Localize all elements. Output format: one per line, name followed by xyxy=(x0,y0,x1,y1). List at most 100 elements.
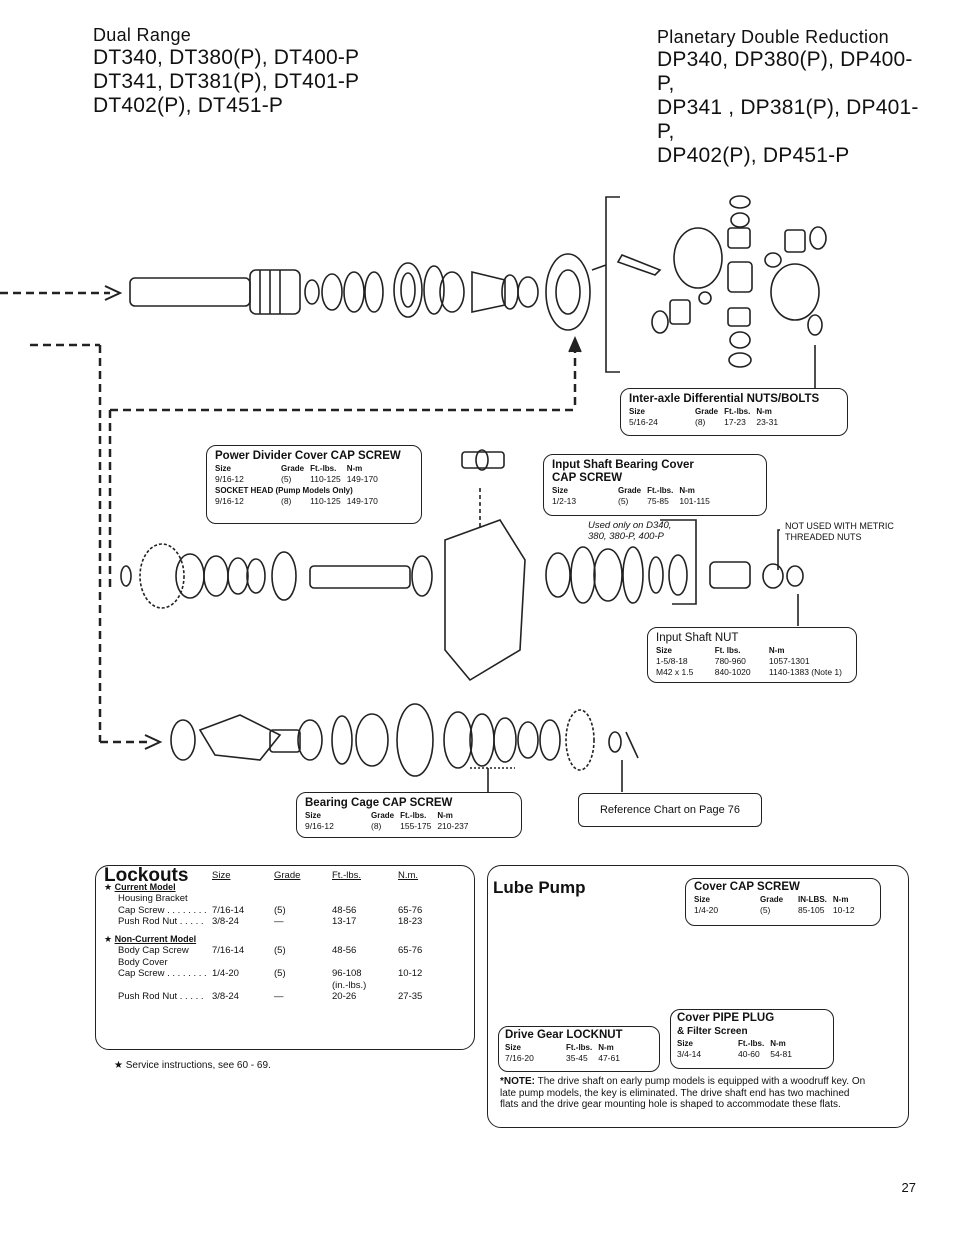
table-cell: Cap Screw . . . . . . . . xyxy=(118,968,207,979)
table-cell: (8) xyxy=(281,496,292,506)
col-header: Size xyxy=(215,464,232,473)
lube-pump-title: Lube Pump xyxy=(493,878,586,897)
table-cell: (5) xyxy=(618,496,629,506)
col-header: Grade xyxy=(760,895,784,904)
inter-axle-title: Inter-axle Differential NUTS/BOLTS xyxy=(629,393,820,405)
input-shaft-cover-title: Input Shaft Bearing Cover xyxy=(552,459,694,471)
table-cell: Push Rod Nut . . . . . xyxy=(118,991,204,1002)
not-used-line: NOT USED WITH METRIC xyxy=(785,521,894,531)
col-header: IN-LBS. xyxy=(798,895,827,904)
table-cell: 54-81 xyxy=(770,1049,792,1059)
table-cell: 149-170 xyxy=(346,474,378,484)
star-icon: ★ xyxy=(104,881,115,892)
input-shaft-cover-torque-box: Input Shaft Bearing Cover CAP SCREW Size… xyxy=(543,454,767,516)
table-cell: 1/2-13 xyxy=(552,496,577,506)
col-header: Ft. lbs. xyxy=(714,646,741,655)
col-header: Grade xyxy=(695,407,719,416)
table-cell: 110-125 xyxy=(310,474,341,484)
header-right: Planetary Double Reduction DP340, DP380(… xyxy=(657,26,927,168)
table-cell: 23-31 xyxy=(756,417,779,427)
table-cell: 1-5/8-18 xyxy=(656,656,688,666)
table-cell: 17-23 xyxy=(724,417,746,427)
lockouts-box: Lockouts Size Grade Ft.-lbs. N.m. ★ Curr… xyxy=(95,865,475,1050)
note-label: *NOTE: xyxy=(500,1076,535,1087)
col-header: Grade xyxy=(274,870,301,881)
table-cell: 47-61 xyxy=(598,1053,620,1063)
header-right-line: DP341 , DP381(P), DP401-P, xyxy=(657,96,919,143)
table-cell: 75-85 xyxy=(647,496,669,506)
cover-cap-title: Cover CAP SCREW xyxy=(694,881,800,893)
col-header: Grade xyxy=(371,811,395,820)
table-cell: 85-105 xyxy=(798,905,825,915)
col-header: Ft.-lbs. xyxy=(310,464,337,473)
input-shaft-cover-title: CAP SCREW xyxy=(552,472,623,484)
used-only-line: 380, 380-P, 400-P xyxy=(588,531,664,542)
star-icon: ★ xyxy=(114,1060,126,1071)
table-cell: 10-12 xyxy=(832,905,855,915)
service-instructions: ★ Service instructions, see 60 - 69. xyxy=(114,1060,271,1071)
header-left-subtitle: Dual Range xyxy=(93,25,192,45)
col-header: Grade xyxy=(618,486,642,495)
table-cell: 10-12 xyxy=(398,968,423,979)
reference-chart-box: Reference Chart on Page 76 xyxy=(578,793,762,827)
service-instructions-text: Service instructions, see 60 - 69. xyxy=(125,1060,271,1071)
cover-plug-subtitle: & Filter Screen xyxy=(677,1026,748,1037)
lube-pump-note: *NOTE: The drive shaft on early pump mod… xyxy=(500,1076,870,1111)
table-cell: 3/4-14 xyxy=(677,1049,702,1059)
not-used-note: NOT USED WITH METRIC THREADED NUTS xyxy=(785,521,894,543)
table-cell: 149-170 xyxy=(346,496,378,506)
table-cell: 780-960 xyxy=(714,656,746,666)
col-header: Grade xyxy=(281,464,305,473)
table-cell: (5) xyxy=(274,945,286,956)
note-text: The drive shaft on early pump models is … xyxy=(500,1076,866,1110)
table-cell: Cap Screw . . . . . . . . xyxy=(118,904,207,916)
power-divider-title: Power Divider Cover CAP SCREW xyxy=(215,450,401,462)
table-cell: 110-125 xyxy=(310,496,341,506)
table-cell: 840-1020 xyxy=(714,667,751,677)
non-current-model-heading: Non-Current Model xyxy=(114,933,197,944)
table-cell: 5/16-24 xyxy=(629,417,658,427)
col-header: Size xyxy=(677,1039,694,1048)
current-model-heading: Current Model xyxy=(114,881,176,892)
col-header: Size xyxy=(656,646,673,655)
not-used-line: THREADED NUTS xyxy=(785,532,862,542)
lockouts-title: Lockouts xyxy=(104,865,189,886)
table-cell: Body Cap Screw xyxy=(118,945,189,956)
table-cell: M42 x 1.5 xyxy=(656,667,694,677)
table-cell: Push Rod Nut . . . . . xyxy=(118,916,204,927)
col-header: N.m. xyxy=(398,870,419,881)
table-cell: (5) xyxy=(274,968,286,979)
col-header: Size xyxy=(552,486,569,495)
socket-head-title: SOCKET HEAD (Pump Models Only) xyxy=(215,486,353,495)
input-shaft-nut-title: Input Shaft NUT xyxy=(656,632,739,644)
table-cell: 3/8-24 xyxy=(212,991,239,1002)
star-icon: ★ xyxy=(104,933,115,944)
col-header: Size xyxy=(629,407,646,416)
col-header: Ft.-lbs. xyxy=(724,407,751,416)
table-cell: 101-115 xyxy=(679,496,710,506)
col-header: Size xyxy=(505,1043,522,1052)
header-left-line: DT340, DT380(P), DT400-P xyxy=(93,46,360,69)
table-cell: 96-108 xyxy=(332,968,362,979)
table-cell: 7/16-14 xyxy=(212,904,245,916)
table-cell: (5) xyxy=(760,905,771,915)
table-cell: 7/16-20 xyxy=(505,1053,534,1063)
col-header: N-m xyxy=(598,1043,614,1052)
col-header: Size xyxy=(305,811,322,820)
table-cell: 9/16-12 xyxy=(215,474,244,484)
col-header: N-m xyxy=(768,646,785,655)
col-header: N-m xyxy=(832,895,849,904)
table-cell: Housing Bracket xyxy=(118,893,188,904)
table-cell: 13-17 xyxy=(332,916,357,927)
table-cell: 1/4-20 xyxy=(212,968,239,979)
table-cell: 65-76 xyxy=(398,945,423,956)
table-cell: (5) xyxy=(274,904,286,916)
col-header: Size xyxy=(212,870,231,881)
